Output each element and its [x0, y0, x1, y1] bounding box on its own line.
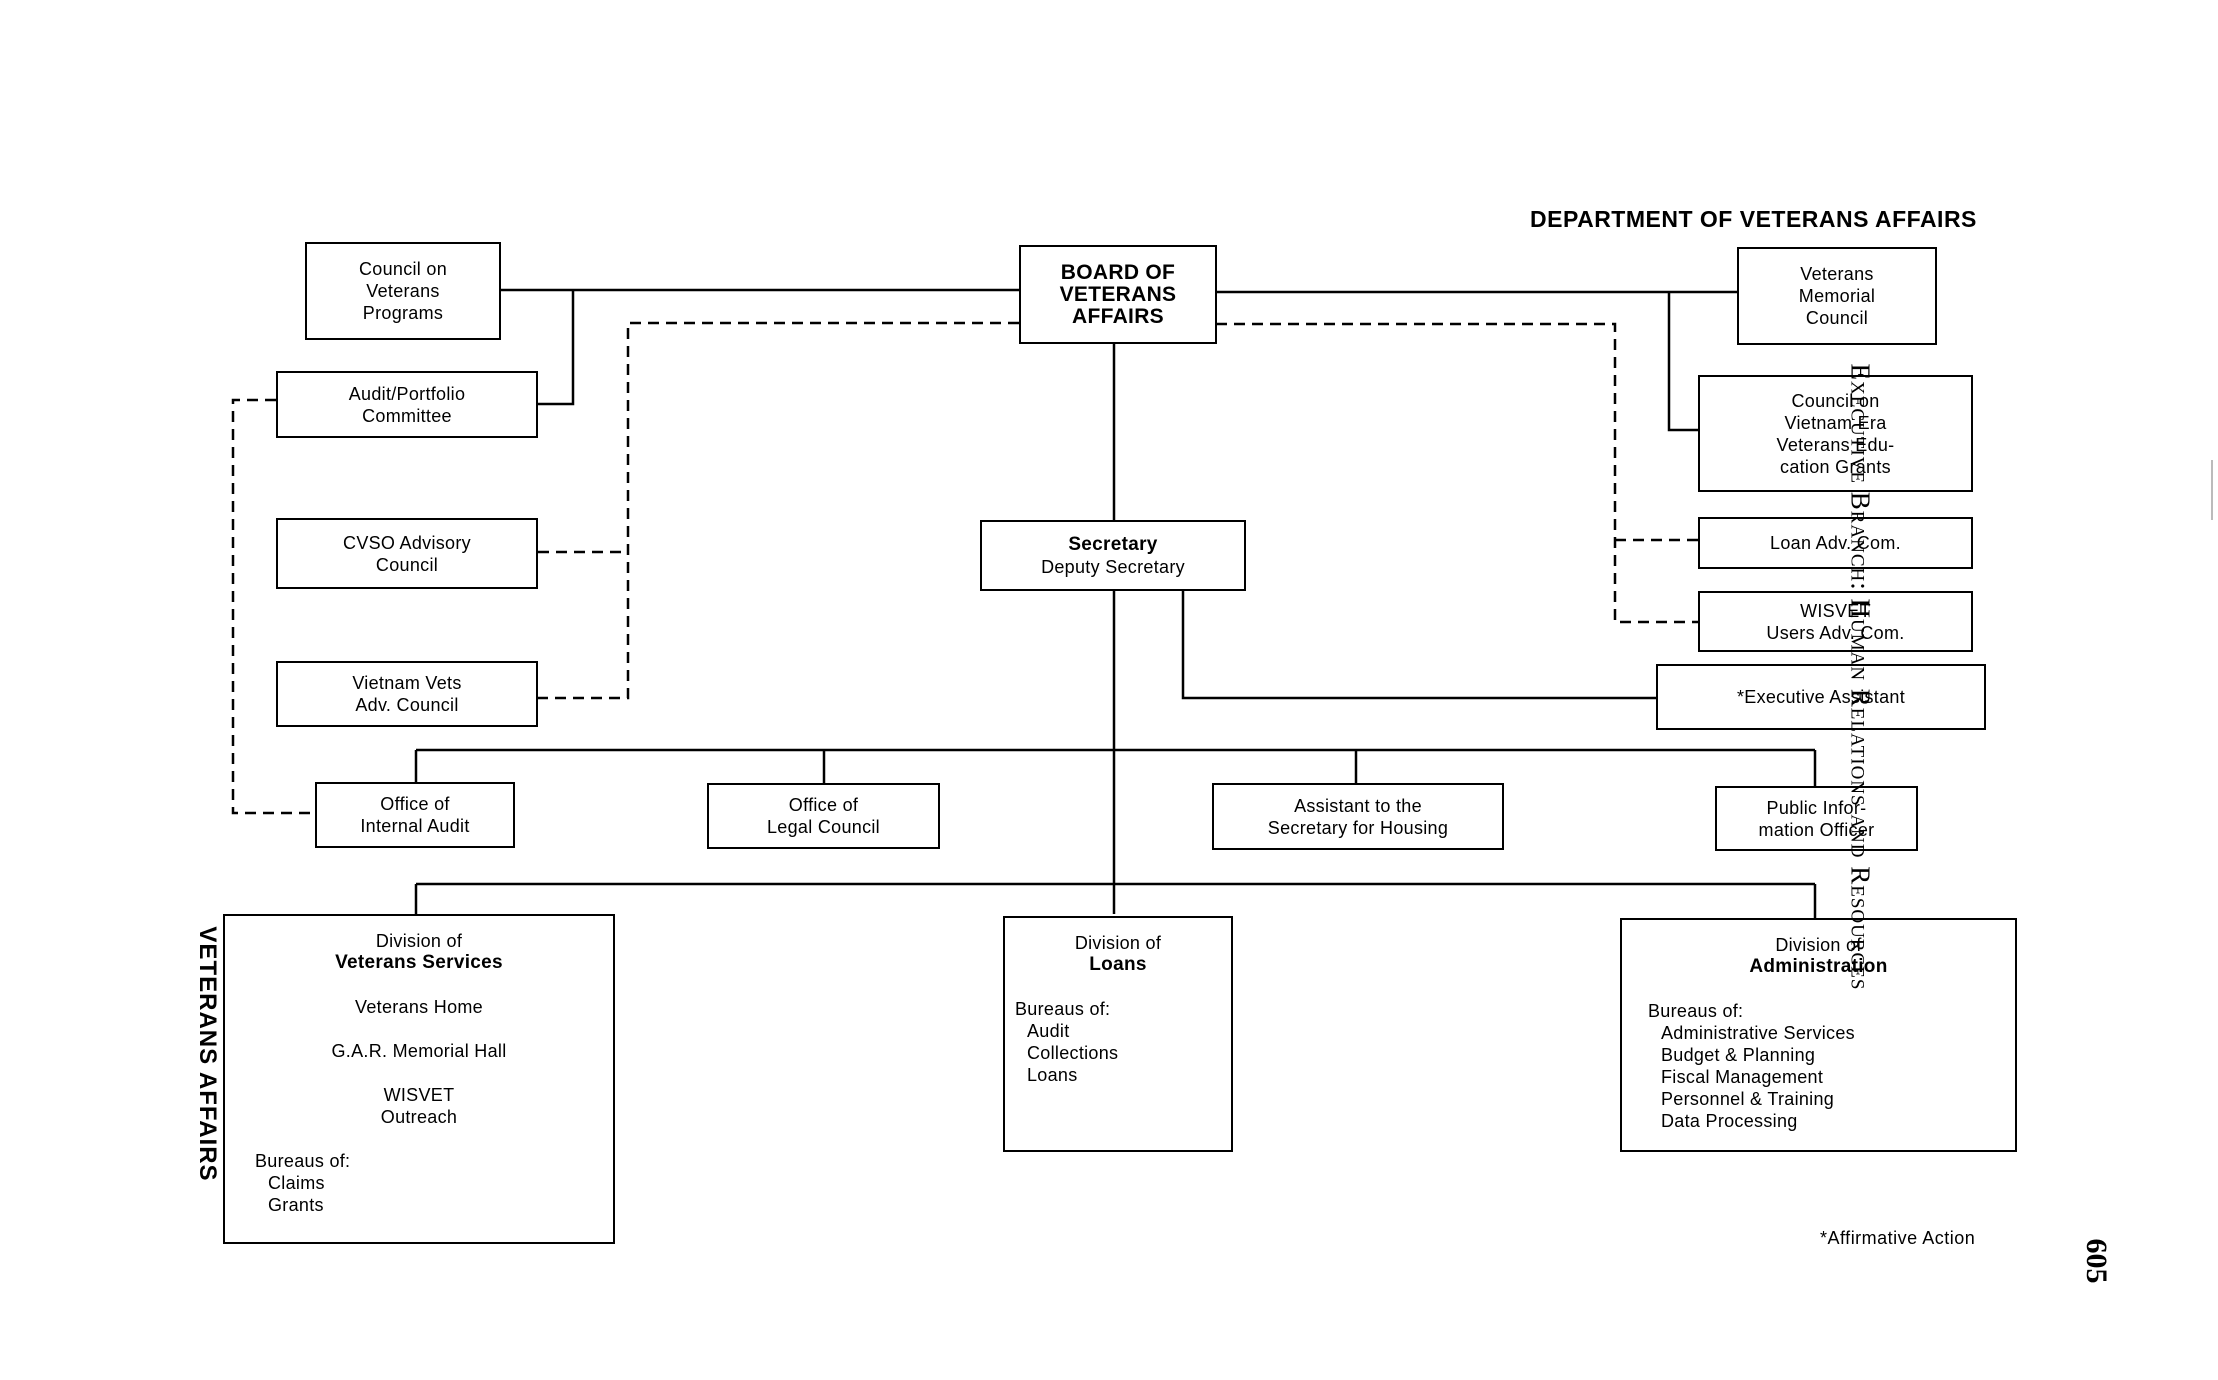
office-of-internal-audit-box: Office of Internal Audit — [315, 782, 515, 848]
box-line: Secretary for Housing — [1267, 817, 1449, 838]
box-line: Legal Council — [767, 817, 880, 837]
deputy-secretary: Deputy Secretary — [1041, 556, 1185, 577]
division-name: Administration — [1749, 956, 1888, 977]
box-line: Vietnam Vets — [352, 673, 462, 693]
box-line: Office of — [380, 794, 450, 814]
box-line: mation Officer — [1758, 819, 1875, 840]
vietnam-vets-adv-council-box: Vietnam Vets Adv. Council — [276, 661, 538, 727]
bureau-item: Personnel & Training — [1661, 1089, 1835, 1109]
affirmative-action-footnote: *Affirmative Action — [1820, 1228, 1976, 1248]
secretary-title: Secretary — [1068, 533, 1158, 555]
division-label: Division of — [375, 931, 463, 951]
board-of-veterans-affairs-box: BOARD OF VETERANS AFFAIRS — [1019, 245, 1217, 344]
box-line: cation Grants — [1780, 456, 1891, 477]
division-item: WISVET — [383, 1085, 455, 1105]
box-line: *Executive Assistant — [1736, 687, 1906, 707]
box-line: Loan Adv. Com. — [1770, 533, 1901, 553]
division-label: Division of — [1074, 933, 1162, 953]
link-vietnam-era-council — [1667, 292, 1698, 432]
box-line: Committee — [362, 405, 452, 426]
section-side-title: VETERANS AFFAIRS — [194, 926, 221, 1182]
bureau-item: Budget & Planning — [1661, 1045, 1816, 1065]
public-information-officer-box: Public Infor- mation Officer — [1715, 786, 1918, 851]
box-line: Users Adv. Com. — [1766, 622, 1905, 643]
dash-audit-committee — [231, 398, 315, 815]
bureau-item: Claims — [268, 1173, 325, 1193]
office-of-legal-council-box: Office of Legal Council — [707, 783, 940, 849]
division-item: Outreach — [380, 1107, 458, 1127]
wisvet-users-adv-com-box: WISVET Users Adv. Com. — [1698, 591, 1973, 652]
box-line: Memorial — [1798, 286, 1876, 306]
executive-assistant-box: *Executive Assistant — [1656, 664, 1986, 730]
division-name: Veterans Services — [335, 952, 503, 973]
veterans-memorial-council-box: Veterans Memorial Council — [1737, 247, 1937, 345]
box-line: Internal Audit — [360, 816, 470, 836]
box-line: Programs — [362, 303, 444, 323]
cvso-advisory-council-box: CVSO Advisory Council — [276, 518, 538, 589]
page-number: 605 — [2080, 1238, 2113, 1284]
chapter-side-title: Executive Branch: Human Relations and Re… — [1845, 363, 1876, 991]
box-line: AFFAIRS — [1072, 304, 1164, 328]
link-exec-assistant — [1181, 591, 1656, 700]
audit-portfolio-committee-box: Audit/Portfolio Committee — [276, 371, 538, 438]
box-line: Adv. Council — [355, 695, 459, 715]
box-line: Veterans — [1800, 264, 1874, 284]
council-on-veterans-programs-box: Council on Veterans Programs — [305, 242, 501, 340]
assistant-secretary-housing-box: Assistant to the Secretary for Housing — [1212, 783, 1504, 850]
box-line: CVSO Advisory — [343, 532, 471, 553]
box-line: Audit/Portfolio — [348, 383, 466, 404]
box-line: BOARD OF — [1060, 260, 1176, 284]
division-loans-box: Division of Loans Bureaus of: Audit Coll… — [1003, 916, 1233, 1152]
division-item: G.A.R. Memorial Hall — [331, 1041, 507, 1061]
division-name: Loans — [1089, 954, 1147, 975]
box-line: WISVET — [1800, 600, 1871, 621]
box-line: Veterans — [366, 281, 440, 301]
dash-board-left — [538, 321, 1019, 700]
bureaus-label: Bureaus of: — [255, 1151, 351, 1171]
division-veterans-services-box: Division of Veterans Services Veterans H… — [223, 914, 615, 1244]
bureau-item: Loans — [1027, 1065, 1078, 1085]
bureau-item: Fiscal Management — [1661, 1067, 1824, 1087]
secretary-box: Secretary Deputy Secretary — [980, 520, 1246, 591]
division-item: Veterans Home — [355, 997, 483, 1017]
bureaus-label: Bureaus of: — [1648, 1001, 1744, 1021]
loan-adv-com-box: Loan Adv. Com. — [1698, 517, 1973, 569]
bureau-item: Audit — [1027, 1021, 1070, 1041]
box-line: Assistant to the — [1294, 795, 1422, 816]
bureaus-label: Bureaus of: — [1015, 999, 1111, 1019]
dash-board-right — [1216, 322, 1698, 624]
bureau-item: Administrative Services — [1661, 1023, 1855, 1043]
box-line: Office of — [788, 795, 859, 815]
link-audit-committee — [536, 290, 575, 406]
box-line: Vietnam Era — [1784, 412, 1887, 433]
margin-mark — [2211, 460, 2213, 520]
box-line: Council on — [358, 259, 448, 279]
bureau-item: Data Processing — [1661, 1111, 1798, 1131]
division-administration-box: Division of Administration Bureaus of: A… — [1620, 918, 2017, 1152]
box-line: VETERANS — [1059, 282, 1177, 306]
box-line: Council on — [1791, 390, 1880, 411]
division-label: Division of — [1775, 935, 1862, 955]
page-title: DEPARTMENT OF VETERANS AFFAIRS — [1530, 206, 1977, 232]
box-line: Council — [1805, 308, 1869, 328]
bureau-item: Grants — [268, 1195, 324, 1215]
box-line: Council — [375, 554, 439, 575]
bureau-item: Collections — [1027, 1043, 1119, 1063]
box-line: Veterans Edu- — [1776, 434, 1895, 455]
council-vietnam-era-education-box: Council on Vietnam Era Veterans Edu- cat… — [1698, 375, 1973, 492]
box-line: Public Infor- — [1766, 797, 1867, 818]
